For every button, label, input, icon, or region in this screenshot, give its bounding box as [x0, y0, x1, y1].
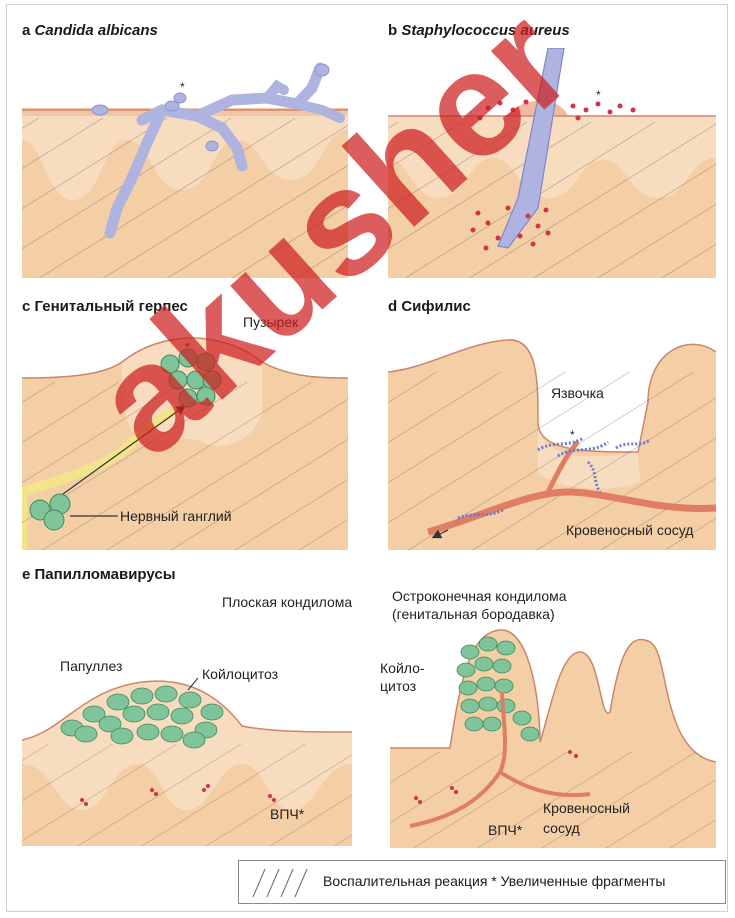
pointed-condyloma-label-2: (генитальная бородавка): [392, 606, 555, 622]
vesicle-label: Пузырек: [243, 314, 298, 330]
enlarged-marker-c: *: [185, 340, 190, 354]
papulosis-label: Папуллез: [60, 658, 122, 674]
inflammation-hatching: [22, 744, 352, 846]
koilocytosis-split-1: Койло-: [380, 660, 425, 676]
vessel-label-e-1: Кровеносный: [543, 800, 630, 816]
flat-condyloma-label: Плоская кондилома: [222, 594, 352, 610]
pointed-condyloma-label-1: Остроконечная кондилома: [392, 588, 567, 604]
panel-b-title: b Staphylococcus aureus: [388, 22, 570, 39]
ulcer-label: Язвочка: [551, 385, 604, 401]
panel-c-title: c Генитальный герпес: [22, 298, 188, 315]
vessel-label-e-2: сосуд: [543, 820, 580, 836]
panel-a-title: a Candida albicans: [22, 22, 158, 39]
enlarged-marker-d: *: [570, 428, 575, 442]
koilocytosis-label: Койлоцитоз: [202, 666, 278, 682]
hpv-label-right: ВПЧ*: [488, 822, 522, 838]
inflammation-hatching: [388, 122, 716, 278]
ganglion-label: Нервный ганглий: [120, 508, 232, 524]
staphylococcus-illustration: [388, 48, 716, 278]
syphilis-illustration: [388, 322, 716, 550]
legend: Воспалительная реакция * Увеличенные фра…: [238, 860, 726, 904]
panel-d-title: d Сифилис: [388, 298, 471, 315]
hpv-label-left: ВПЧ*: [270, 806, 304, 822]
inflammation-hatching: [22, 382, 348, 550]
legend-hatch-swatch: [249, 867, 315, 899]
inflammation-hatching: [22, 118, 348, 278]
enlarged-marker-b: *: [596, 88, 601, 102]
vessel-label-d: Кровеносный сосуд: [566, 522, 693, 538]
koilocytosis-split-2: цитоз: [380, 678, 416, 694]
candida-illustration: [22, 48, 348, 278]
legend-text: Воспалительная реакция * Увеличенные фра…: [323, 873, 665, 889]
panel-e-title: e Папилломавирусы: [22, 566, 176, 583]
enlarged-marker-a: *: [180, 80, 185, 94]
